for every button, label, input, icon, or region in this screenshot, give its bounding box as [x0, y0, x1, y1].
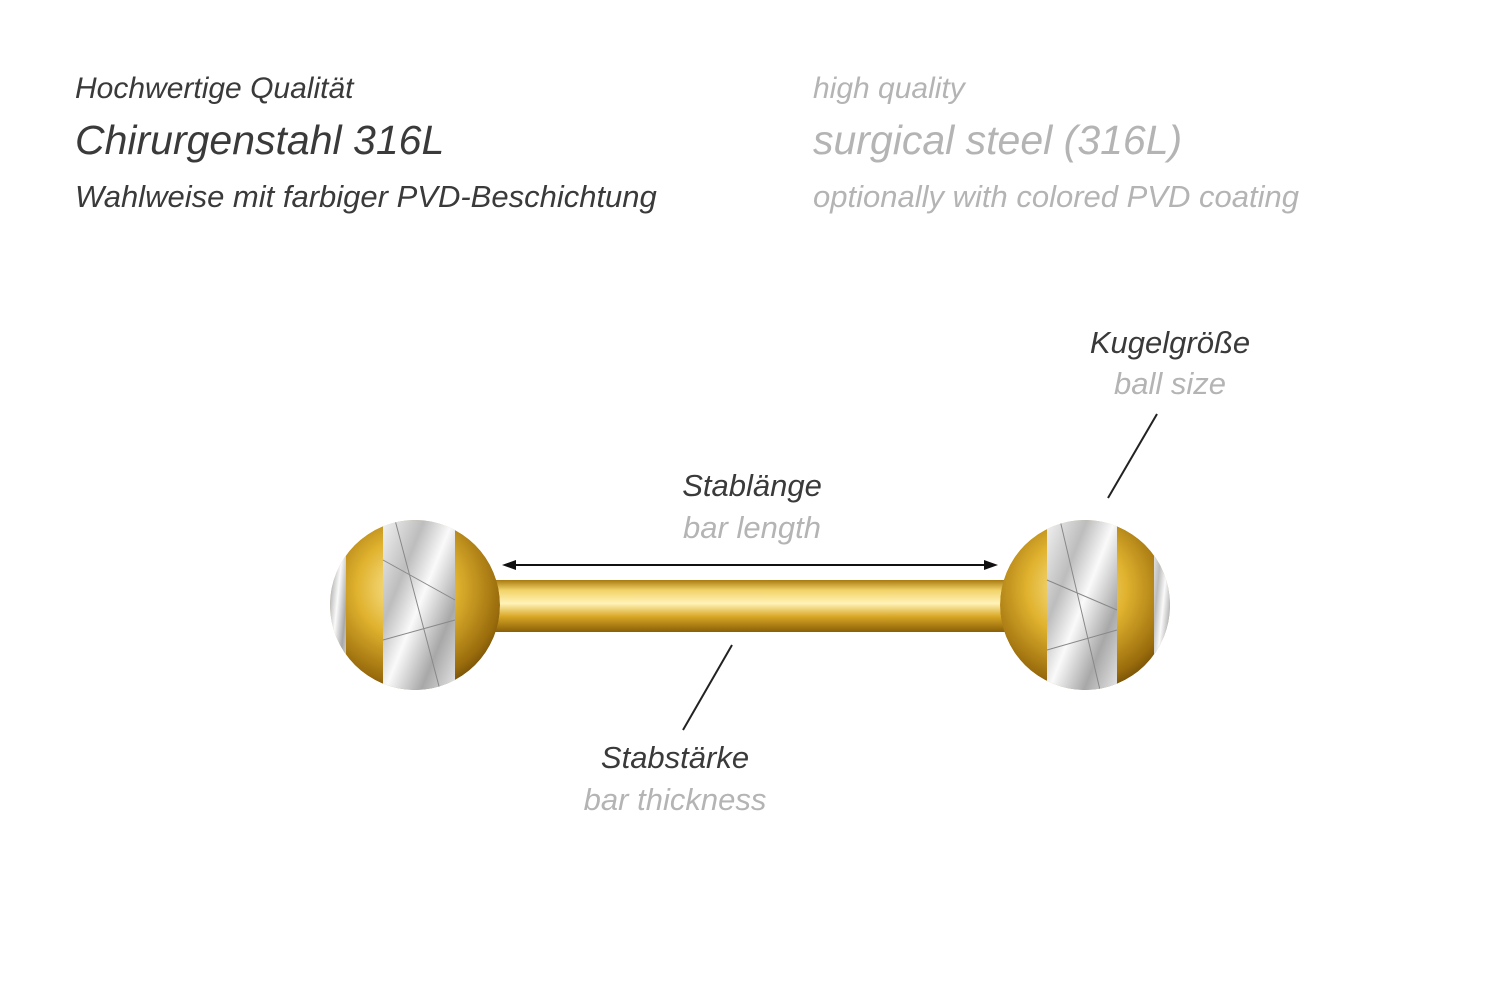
bar — [490, 580, 1010, 632]
quality-de: Hochwertige Qualität — [75, 72, 354, 105]
ball-size-label-en: ball size — [1114, 366, 1226, 401]
coating-en: optionally with colored PVD coating — [813, 179, 1299, 214]
material-en: surgical steel (316L) — [813, 117, 1183, 163]
bar-length-label-en: bar length — [683, 510, 821, 545]
bar-thickness-leader-line — [682, 644, 733, 731]
right-ball — [1000, 520, 1170, 690]
coating-de: Wahlweise mit farbiger PVD-Beschichtung — [75, 179, 657, 214]
ball-size-leader-line — [1107, 413, 1158, 499]
bar-length-arrow — [502, 560, 998, 570]
ball-size-label-de: Kugelgröße — [1089, 325, 1251, 360]
bar-thickness-label-de: Stabstärke — [600, 740, 750, 775]
left-ball — [330, 520, 500, 690]
quality-en: high quality — [813, 72, 965, 105]
bar-thickness-label-en: bar thickness — [583, 782, 767, 817]
material-de: Chirurgenstahl 316L — [75, 117, 445, 163]
bar-length-label-de: Stablänge — [682, 468, 822, 503]
